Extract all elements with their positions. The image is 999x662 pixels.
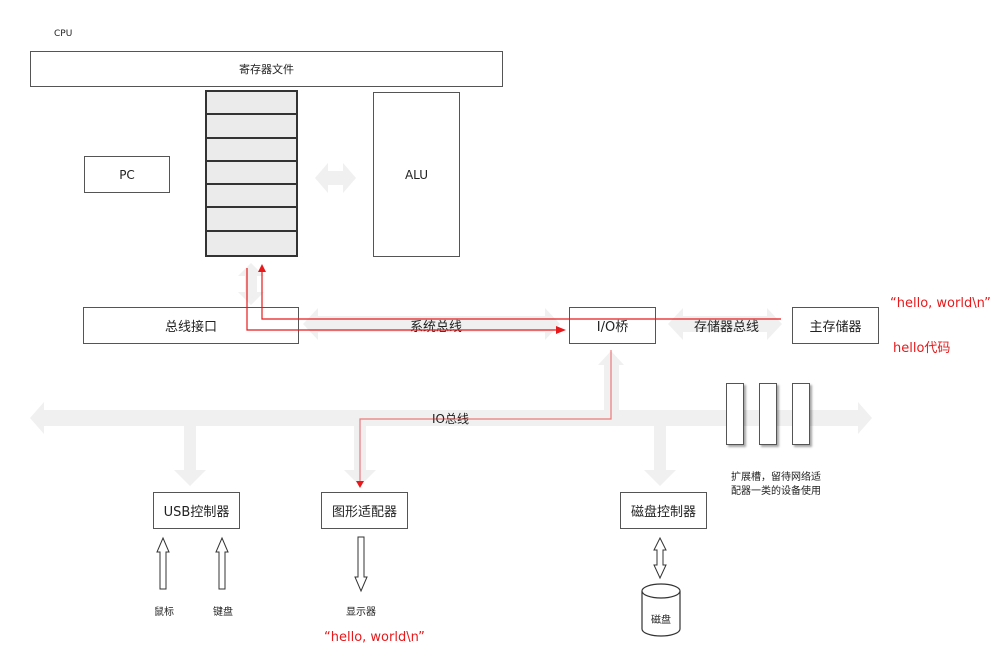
memory-code-annotation: hello代码 bbox=[893, 341, 951, 356]
flow-arrowhead-io-bridge bbox=[556, 326, 566, 334]
usb-controller-label: USB控制器 bbox=[163, 505, 230, 520]
register-bus-interface-arrow bbox=[238, 263, 264, 305]
memory-bus-label: 存储器总线 bbox=[694, 320, 760, 335]
bus-interface-box: 总线接口 bbox=[83, 307, 299, 344]
expansion-slot bbox=[759, 383, 777, 445]
register-cell bbox=[207, 208, 296, 232]
expansion-caption-line2: 配器一类的设备使用 bbox=[731, 486, 821, 497]
register-alu-arrow bbox=[315, 163, 356, 193]
flow-memory-to-register bbox=[261, 272, 781, 320]
flow-arrowhead-graphics bbox=[356, 481, 364, 488]
display-label: 显示器 bbox=[346, 607, 376, 618]
io-bridge-label: I/O桥 bbox=[596, 320, 629, 335]
disk-icon bbox=[641, 583, 681, 637]
pc-box: PC bbox=[84, 156, 170, 193]
main-memory-box: 主存储器 bbox=[792, 307, 879, 344]
register-cell bbox=[207, 185, 296, 209]
register-file-label: 寄存器文件 bbox=[239, 63, 294, 76]
register-cell bbox=[207, 139, 296, 162]
mouse-up-arrow bbox=[156, 536, 170, 590]
memory-bus-arrow bbox=[668, 308, 782, 340]
expansion-slot bbox=[792, 383, 810, 445]
register-cell bbox=[207, 115, 296, 139]
pc-label: PC bbox=[119, 167, 135, 182]
memory-string-annotation: “hello, world\n” bbox=[890, 296, 991, 311]
display-output-annotation: “hello, world\n” bbox=[324, 630, 425, 645]
flow-io-bridge-to-graphics bbox=[359, 350, 612, 481]
io-bridge-box: I/O桥 bbox=[569, 307, 656, 344]
disk-controller-box: 磁盘控制器 bbox=[620, 492, 707, 529]
display-down-arrow bbox=[354, 536, 368, 593]
expansion-slot-caption: 扩展槽，留待网络适 配器一类的设备使用 bbox=[731, 471, 821, 499]
mouse-label: 鼠标 bbox=[154, 607, 174, 618]
graphics-adapter-box: 图形适配器 bbox=[321, 492, 408, 529]
system-bus-arrow bbox=[303, 308, 560, 340]
flow-arrowhead-register bbox=[258, 264, 266, 272]
disk-double-arrow bbox=[653, 536, 667, 580]
register-stack bbox=[205, 90, 298, 257]
alu-label: ALU bbox=[404, 167, 429, 182]
keyboard-up-arrow bbox=[215, 536, 229, 590]
register-file-box: 寄存器文件 bbox=[30, 51, 503, 87]
usb-down-arrow bbox=[174, 426, 206, 486]
usb-controller-box: USB控制器 bbox=[153, 492, 240, 529]
register-cell bbox=[207, 92, 296, 116]
alu-box: ALU bbox=[373, 92, 460, 257]
disk-controller-label: 磁盘控制器 bbox=[630, 505, 696, 520]
flow-register-to-io-bridge bbox=[246, 268, 556, 331]
bus-interface-label: 总线接口 bbox=[164, 320, 217, 335]
disk-label: 磁盘 bbox=[651, 615, 671, 626]
expansion-caption-line1: 扩展槽，留待网络适 bbox=[731, 472, 821, 483]
expansion-slot bbox=[726, 383, 744, 445]
graphics-adapter-label: 图形适配器 bbox=[331, 505, 397, 520]
main-memory-label: 主存储器 bbox=[809, 320, 862, 335]
system-bus-label: 系统总线 bbox=[410, 320, 463, 335]
register-cell bbox=[207, 162, 296, 186]
cpu-label: CPU bbox=[54, 29, 73, 39]
keyboard-label: 键盘 bbox=[213, 607, 233, 618]
disk-down-arrow bbox=[644, 426, 676, 486]
